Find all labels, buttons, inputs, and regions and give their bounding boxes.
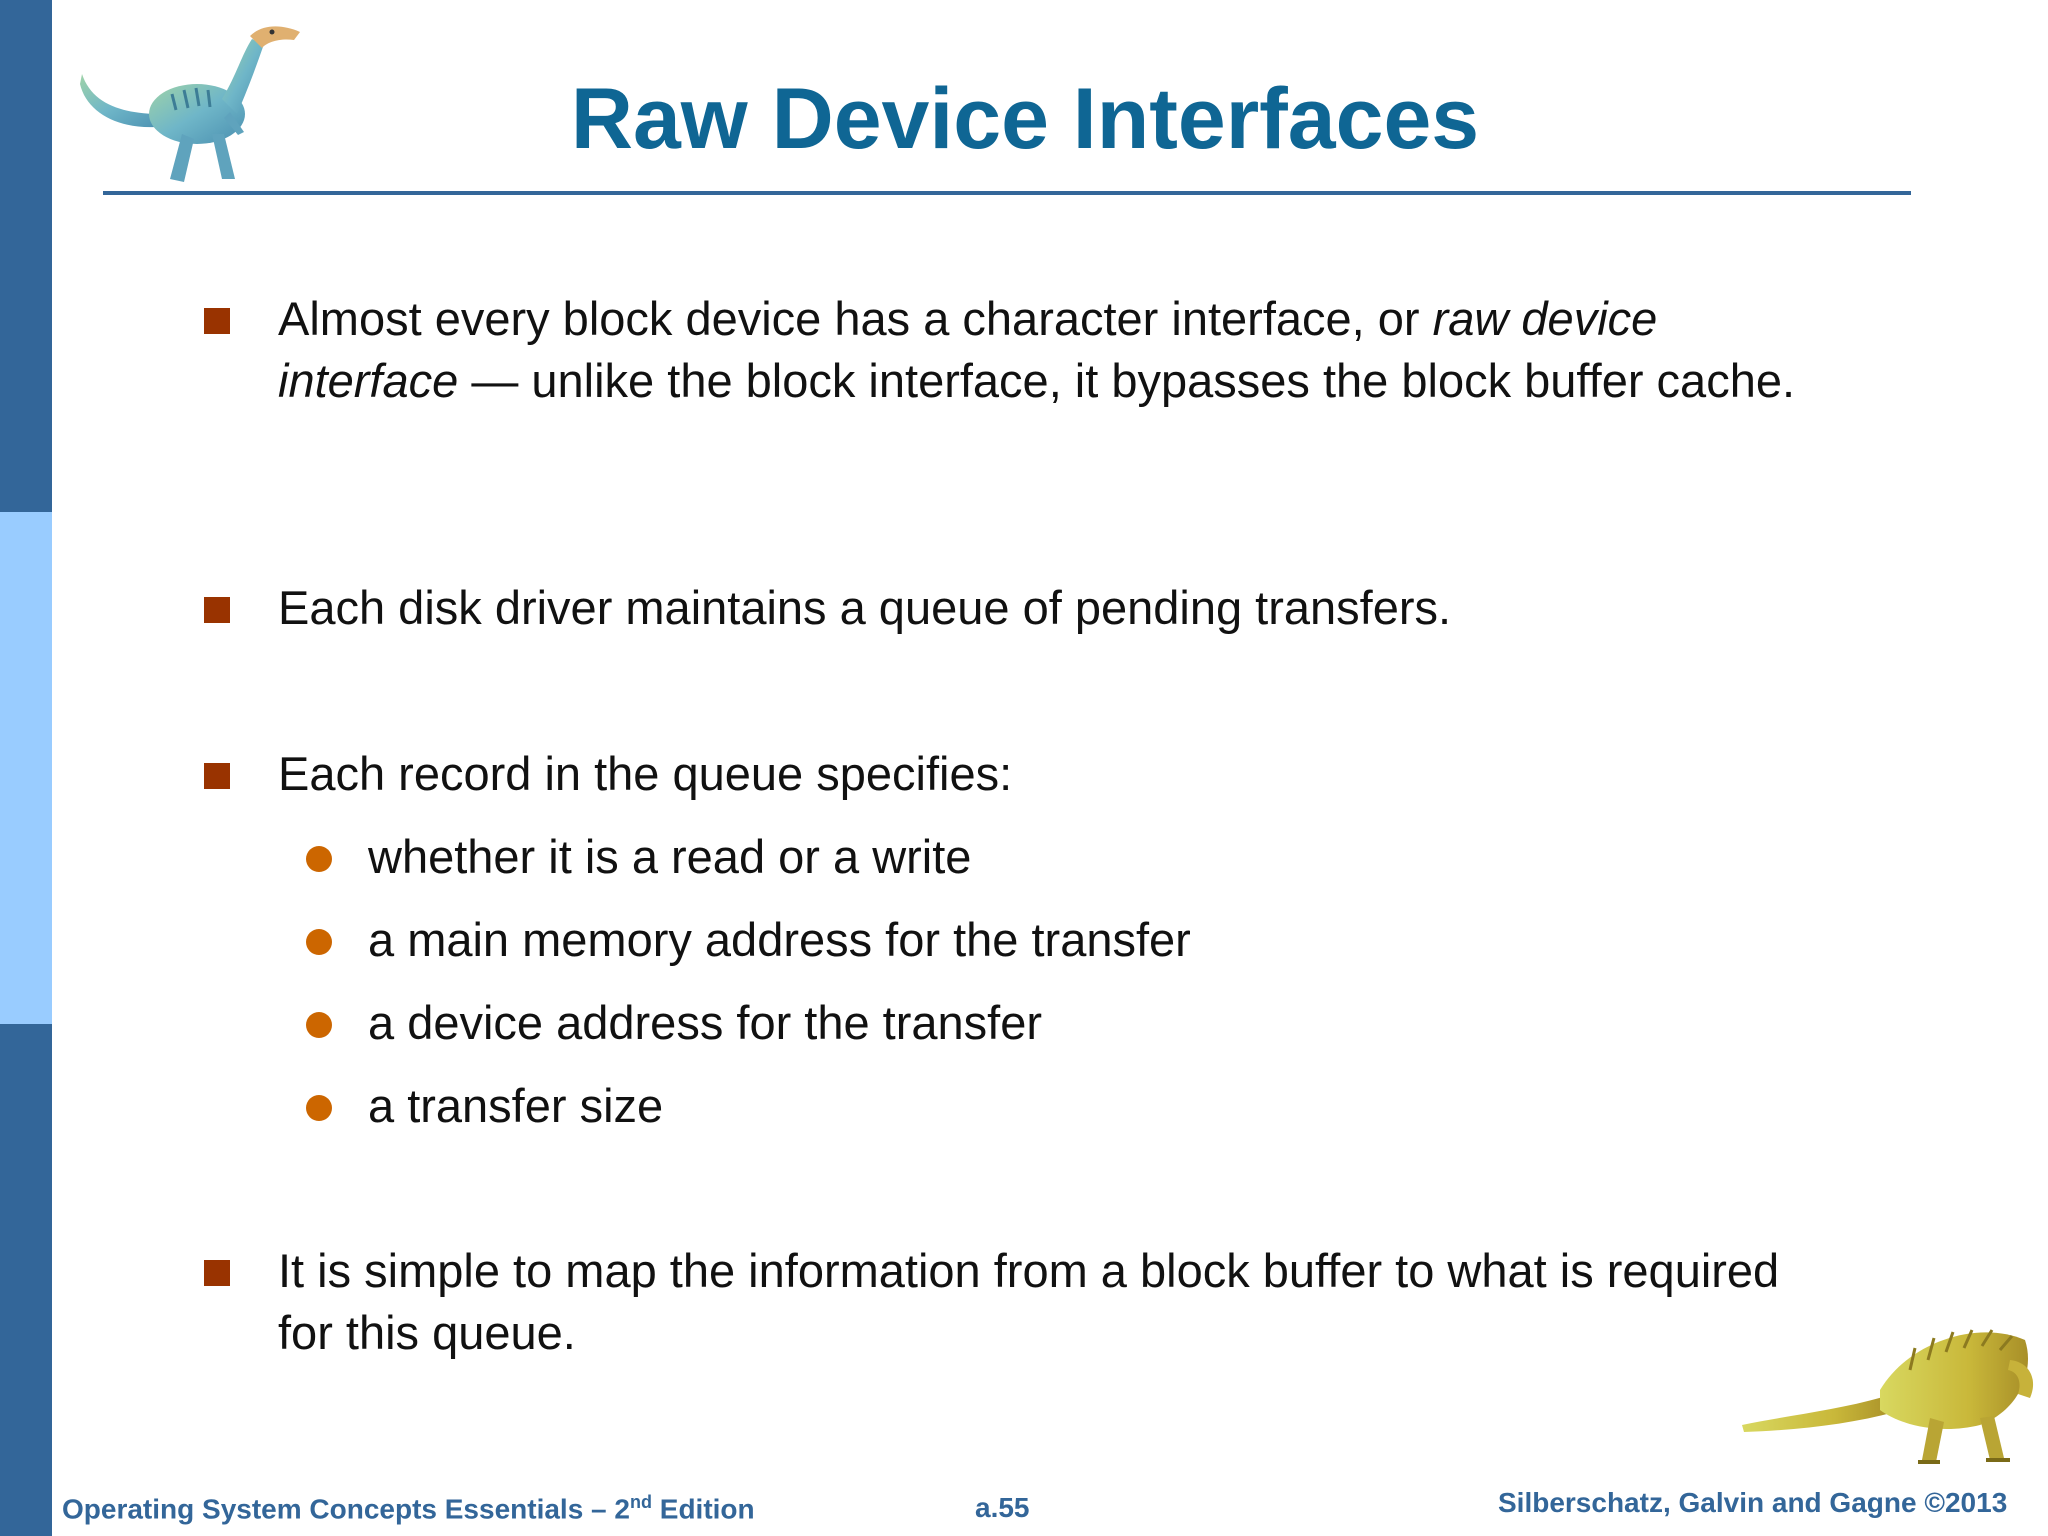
sub-bullet-item: a transfer size (306, 1075, 1768, 1137)
dinosaur-bottom-icon (1742, 1329, 2034, 1464)
footer-book-title-suffix: Edition (651, 1493, 755, 1525)
sub-bullet-text: a device address for the transfer (368, 996, 1043, 1049)
side-bar-top-segment (0, 0, 52, 512)
bullet-text: Each record in the queue specifies: (278, 747, 1013, 800)
bullet-text: It is simple to map the information from… (278, 1244, 1780, 1359)
side-bar-bottom-segment (0, 1024, 52, 1536)
bullet-text-italic: raw device interface (278, 292, 1658, 407)
bullet-item: Each record in the queue specifies: (204, 743, 1818, 805)
round-bullet-icon (306, 846, 332, 872)
footer-copyright: Silberschatz, Galvin and Gagne ©2013 (1498, 1487, 2008, 1518)
side-bar-middle-segment (0, 512, 52, 1024)
square-bullet-icon (204, 597, 230, 623)
sub-bullet-text: a main memory address for the transfer (368, 913, 1191, 966)
bullet-text: Almost every block device has a characte… (278, 292, 1795, 407)
bullet-text: Each disk driver maintains a queue of pe… (278, 581, 1452, 634)
square-bullet-icon (204, 1260, 230, 1286)
square-bullet-icon (204, 308, 230, 334)
bullet-text-part: — unlike the block interface, it bypasse… (458, 354, 1796, 407)
footer-book-title-superscript: nd (629, 1492, 652, 1512)
sub-bullet-item: a device address for the transfer (306, 992, 1768, 1054)
side-bar (0, 0, 52, 1536)
round-bullet-icon (306, 929, 332, 955)
round-bullet-icon (306, 1095, 332, 1121)
dinosaur-top-icon (80, 26, 300, 182)
bullet-text-part: Almost every block device has a characte… (278, 292, 1433, 345)
sub-bullet-item: whether it is a read or a write (306, 826, 1768, 888)
round-bullet-icon (306, 1012, 332, 1038)
sub-bullet-text: whether it is a read or a write (368, 830, 972, 883)
bullet-item: Each disk driver maintains a queue of pe… (204, 577, 1818, 639)
slide-title: Raw Device Interfaces (570, 71, 1480, 167)
footer-book-title-text: Operating System Concepts Essentials – 2 (62, 1493, 630, 1525)
square-bullet-icon (204, 763, 230, 789)
bullet-item: It is simple to map the information from… (204, 1240, 1818, 1364)
footer-page-number: a.55 (975, 1492, 1030, 1523)
footer-book-title: Operating System Concepts Essentials – 2… (62, 1492, 755, 1525)
sub-bullet-text: a transfer size (368, 1079, 664, 1132)
title-underline (103, 191, 1911, 195)
sub-bullet-item: a main memory address for the transfer (306, 909, 1768, 971)
bullet-item: Almost every block device has a characte… (204, 288, 1818, 412)
